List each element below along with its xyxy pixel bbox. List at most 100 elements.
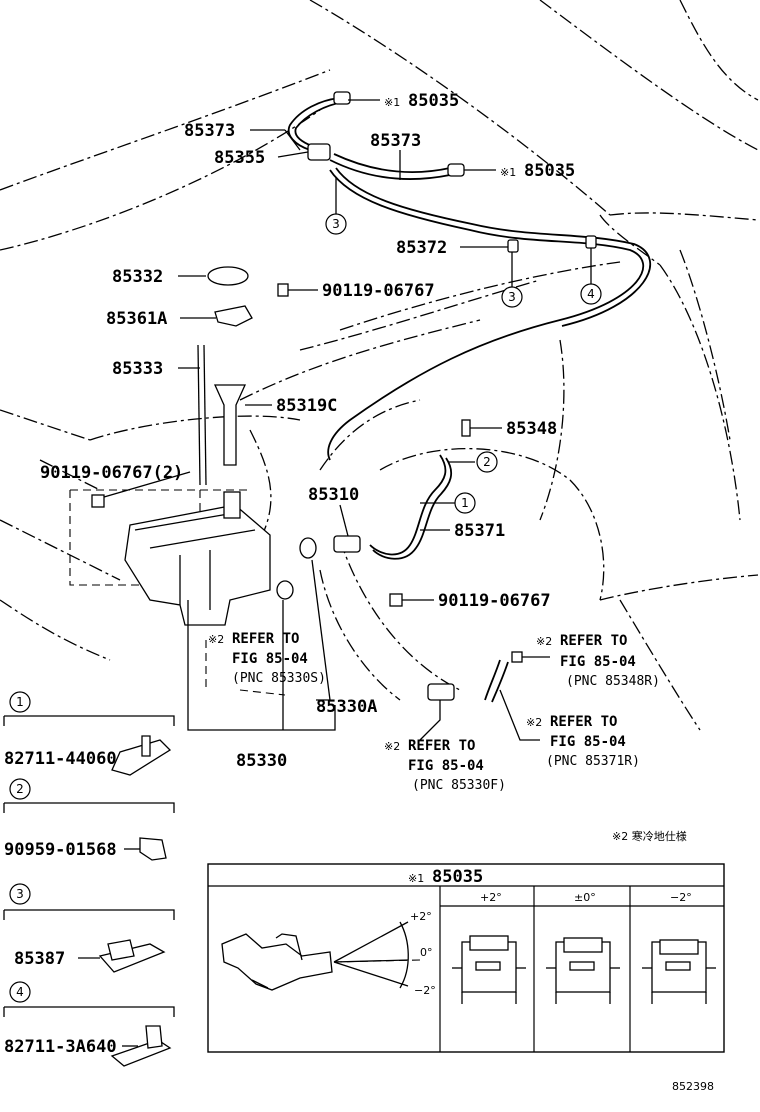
inset-title-part: 85035 bbox=[432, 867, 483, 887]
label-90119-06767-2: 90119-06767(2) bbox=[40, 463, 183, 483]
svg-text:4: 4 bbox=[16, 985, 24, 999]
legend-item-3: 3 85387 bbox=[3, 883, 175, 973]
nozzle-inset-box: ※1 85035 +2° ±0° −2° +2° 0° −2° bbox=[207, 863, 725, 1053]
svg-text:FIG 85-04: FIG 85-04 bbox=[232, 651, 308, 667]
callout-3-b bbox=[501, 286, 523, 308]
angle-zero: 0° bbox=[420, 946, 433, 959]
svg-text:REFER TO: REFER TO bbox=[232, 631, 299, 647]
label-85361a: 85361A bbox=[106, 309, 167, 329]
svg-text:1: 1 bbox=[16, 695, 24, 709]
column-zero: ±0° bbox=[574, 891, 596, 904]
svg-text:3: 3 bbox=[332, 217, 340, 231]
svg-text:FIG 85-04: FIG 85-04 bbox=[550, 734, 626, 750]
bolt-90119-c bbox=[389, 593, 403, 607]
nozzle-85035-right bbox=[447, 163, 465, 177]
svg-text:2: 2 bbox=[483, 455, 491, 469]
label-85348: 85348 bbox=[506, 419, 557, 439]
svg-text:(PNC 85348R): (PNC 85348R) bbox=[566, 674, 660, 689]
label-85355: 85355 bbox=[214, 148, 265, 168]
angle-minus-2: −2° bbox=[414, 984, 436, 997]
grommet-85330s bbox=[276, 580, 294, 600]
clip-legend: 1 82711-44060 2 90959-01568 3 85387 bbox=[3, 691, 175, 1067]
nozzle-side-view: +2° 0° −2° bbox=[221, 910, 436, 997]
cap-85332 bbox=[207, 266, 249, 286]
label-85035-right: 85035 bbox=[524, 161, 575, 181]
nozzle-front-view-plus bbox=[452, 935, 526, 1004]
legend-item-4: 4 82711-3A640 bbox=[3, 981, 175, 1067]
svg-text:(PNC 85330S): (PNC 85330S) bbox=[232, 671, 326, 686]
callout-2 bbox=[476, 451, 498, 473]
mark1-right: ※1 bbox=[500, 166, 516, 179]
nozzle-front-view-zero bbox=[546, 937, 620, 1004]
nozzle-parts bbox=[91, 91, 597, 701]
legend-item-2: 2 90959-01568 bbox=[3, 778, 175, 861]
legend-part-82711-44060: 82711-44060 bbox=[4, 749, 117, 769]
label-85310: 85310 bbox=[308, 485, 359, 505]
valve-85348 bbox=[461, 419, 471, 437]
nozzle-85035-top bbox=[333, 91, 351, 105]
label-85333: 85333 bbox=[112, 359, 163, 379]
washer-tank-85330 bbox=[124, 491, 271, 626]
bolt-90119-b bbox=[91, 494, 105, 508]
svg-text:※2: ※2 bbox=[536, 635, 552, 648]
part-labels: ※1 85035 85373 85373 85355 ※1 85035 8537… bbox=[40, 91, 575, 771]
svg-text:3: 3 bbox=[508, 290, 516, 304]
clamp-3 bbox=[507, 239, 519, 253]
svg-text:2: 2 bbox=[16, 782, 24, 796]
reference-notes: ※2 REFER TO FIG 85-04 (PNC 85330S) ※2 RE… bbox=[208, 631, 687, 843]
callout-1 bbox=[454, 492, 476, 514]
svg-text:REFER TO: REFER TO bbox=[408, 738, 475, 754]
legend-part-90959-01568: 90959-01568 bbox=[4, 840, 117, 860]
level-gauge-85333 bbox=[197, 344, 201, 486]
svg-text:4: 4 bbox=[587, 287, 595, 301]
svg-text:3: 3 bbox=[16, 887, 24, 901]
leader-lines bbox=[103, 99, 592, 741]
svg-text:REFER TO: REFER TO bbox=[560, 633, 627, 649]
label-85330a: 85330A bbox=[316, 697, 377, 717]
svg-text:FIG 85-04: FIG 85-04 bbox=[408, 758, 484, 774]
legend-item-1: 1 82711-44060 bbox=[3, 691, 175, 776]
callout-circles: 3 3 4 2 1 bbox=[325, 213, 602, 514]
label-85371: 85371 bbox=[454, 521, 505, 541]
joint-85355 bbox=[307, 143, 331, 161]
label-90119-06767-a: 90119-06767 bbox=[322, 281, 435, 301]
svg-text:FIG 85-04: FIG 85-04 bbox=[560, 654, 636, 670]
svg-text:REFER TO: REFER TO bbox=[550, 714, 617, 730]
note-cold-area-spec: ※2 寒冷地仕様 bbox=[612, 829, 687, 843]
filler-neck-85319c bbox=[213, 384, 247, 466]
ref-85371r: ※2 REFER TO FIG 85-04 (PNC 85371R) bbox=[526, 714, 640, 769]
ref-85330s: ※2 REFER TO FIG 85-04 (PNC 85330S) bbox=[208, 631, 326, 686]
callout-3-a bbox=[325, 213, 347, 235]
washer-hoses bbox=[287, 97, 652, 703]
angle-plus-2: +2° bbox=[410, 910, 432, 923]
clamp-4 bbox=[585, 235, 597, 249]
label-85035-top: 85035 bbox=[408, 91, 459, 111]
svg-text:(PNC 85330F): (PNC 85330F) bbox=[412, 778, 506, 793]
nozzle-front-view-minus bbox=[642, 939, 716, 1004]
column-plus-2: +2° bbox=[480, 891, 502, 904]
valve-85348r bbox=[511, 651, 523, 663]
motor-85330f bbox=[427, 683, 455, 701]
svg-text:※2: ※2 bbox=[384, 740, 400, 753]
bolt-90119-a bbox=[277, 283, 289, 297]
svg-text:※2: ※2 bbox=[526, 716, 542, 729]
label-90119-06767-c: 90119-06767 bbox=[438, 591, 551, 611]
bracket-85361a bbox=[214, 305, 253, 327]
label-85372: 85372 bbox=[396, 238, 447, 258]
legend-part-82711-3a640: 82711-3A640 bbox=[4, 1037, 117, 1057]
callout-4 bbox=[580, 283, 602, 305]
column-minus-2: −2° bbox=[670, 891, 692, 904]
figure-id: 852398 bbox=[672, 1080, 714, 1093]
label-85373-mid: 85373 bbox=[370, 131, 421, 151]
mark1-top: ※1 bbox=[384, 96, 400, 109]
legend-part-85387: 85387 bbox=[14, 949, 65, 969]
label-85330: 85330 bbox=[236, 751, 287, 771]
label-85332: 85332 bbox=[112, 267, 163, 287]
svg-text:1: 1 bbox=[461, 496, 469, 510]
label-85373-left: 85373 bbox=[184, 121, 235, 141]
vehicle-body-outline bbox=[0, 0, 759, 731]
svg-text:※2: ※2 bbox=[208, 633, 224, 646]
ref-85330f: ※2 REFER TO FIG 85-04 (PNC 85330F) bbox=[384, 738, 506, 793]
motor-85310 bbox=[333, 535, 361, 553]
